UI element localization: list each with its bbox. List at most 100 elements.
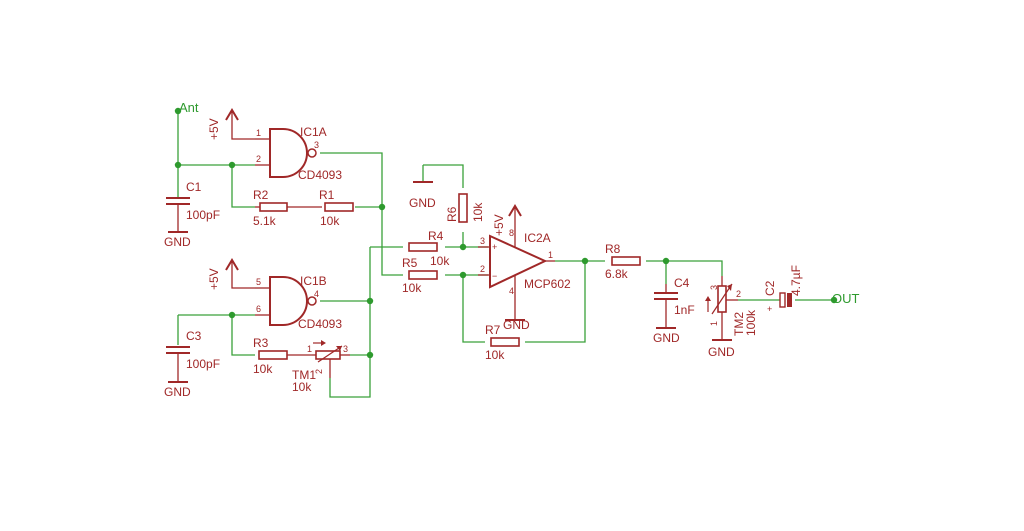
- trimmer-tm2: 3 1 2 TM2 100k GND: [705, 276, 758, 359]
- junction-dot: [174, 161, 182, 169]
- c4-value: 1nF: [674, 303, 695, 317]
- r1-value: 10k: [320, 214, 340, 228]
- tm1-name: TM1: [292, 368, 316, 382]
- resistor-r3: R3 10k: [253, 336, 312, 376]
- tm2-value: 100k: [744, 309, 758, 336]
- resistor-r7: R7 10k: [485, 323, 520, 362]
- nand-gate-ic1b: 5 6 4 IC1B CD4093: [255, 274, 342, 331]
- r1-name: R1: [319, 188, 335, 202]
- ic1b-part: CD4093: [298, 317, 342, 331]
- tm2-name: TM2: [732, 312, 746, 336]
- r6-value: 10k: [471, 202, 485, 222]
- junction-dot: [378, 203, 386, 211]
- capacitor-c1: C1 100pF GND: [164, 180, 220, 249]
- tm1-pin2: 2: [314, 369, 324, 374]
- junction-dot: [830, 296, 838, 304]
- c4-name: C4: [674, 276, 690, 290]
- tm1-pin3: 3: [343, 344, 348, 354]
- ic2a-sign-plus: +: [492, 242, 497, 252]
- resistor-r4: R4 10k: [408, 229, 450, 268]
- ic2a-pin2: 2: [480, 264, 485, 274]
- tm2-pin1: 1: [709, 321, 719, 326]
- r5-name: R5: [402, 256, 418, 270]
- c3-gnd-label: GND: [164, 385, 191, 399]
- ic2a-pin1: 1: [548, 250, 553, 260]
- r7-name: R7: [485, 323, 501, 337]
- c4-gnd-label: GND: [653, 331, 680, 345]
- tm2-pin2: 2: [736, 289, 741, 299]
- nand-gate-ic1a: 1 2 3 IC1A CD4093: [255, 125, 342, 182]
- opamp-ic2a: + − 3 2 1 8 4 IC2A MCP602: [478, 220, 571, 320]
- trimmer-tm1: 1 3 2 TM1 10k: [292, 340, 350, 394]
- r7-value: 10k: [485, 348, 505, 362]
- tm1-pin1: 1: [307, 344, 312, 354]
- junction-dot: [459, 243, 467, 251]
- net-label-ant: Ant: [179, 100, 199, 115]
- c1-gnd-label: GND: [164, 235, 191, 249]
- c2-name: C2: [763, 280, 777, 296]
- vcc-label-ic1b: +5V: [207, 268, 221, 290]
- resistor-r1: R1 10k: [319, 188, 354, 228]
- r6-gnd-label: GND: [409, 196, 436, 210]
- r6-name: R6: [445, 206, 459, 222]
- ic2a-pin4: 4: [509, 286, 514, 296]
- resistor-r8: R8 6.8k: [605, 242, 641, 281]
- junction-dot: [366, 297, 374, 305]
- tm2-pin3: 3: [709, 285, 719, 290]
- ic1b-name: IC1B: [300, 274, 327, 288]
- r3-name: R3: [253, 336, 269, 350]
- junction-dot: [228, 311, 236, 319]
- r4-value: 10k: [430, 254, 450, 268]
- gnd-symbol-r6: GND: [409, 181, 436, 210]
- capacitor-c3: C3 100pF GND: [164, 329, 220, 399]
- ic1b-pin6: 6: [256, 304, 261, 314]
- vcc-symbol-ic1a: +5V: [207, 108, 255, 140]
- ic1a-pin3: 3: [314, 140, 319, 150]
- gnd-symbol-ic2a: GND: [503, 318, 530, 332]
- r2-value: 5.1k: [253, 214, 277, 228]
- wires: [177, 111, 834, 398]
- capacitor-c4: C4 1nF GND: [653, 276, 695, 345]
- ic1b-pin5: 5: [256, 277, 261, 287]
- ic2a-sign-minus: −: [492, 271, 497, 281]
- ic1b-pin4: 4: [314, 289, 319, 299]
- c3-name: C3: [186, 329, 202, 343]
- net-label-out: OUT: [832, 291, 860, 306]
- junctions: [174, 107, 838, 359]
- junction-dot: [174, 107, 182, 115]
- ic1a-part: CD4093: [298, 168, 342, 182]
- c3-value: 100pF: [186, 357, 220, 371]
- r2-name: R2: [253, 188, 269, 202]
- ic1a-name: IC1A: [300, 125, 327, 139]
- r8-value: 6.8k: [605, 267, 629, 281]
- vcc-symbol-ic1b: +5V: [207, 258, 255, 290]
- tm1-value: 10k: [292, 380, 312, 394]
- r8-name: R8: [605, 242, 621, 256]
- junction-dot: [459, 271, 467, 279]
- vcc-symbol-ic2a: +5V: [492, 204, 522, 236]
- ic2a-part: MCP602: [524, 277, 571, 291]
- ic2a-name: IC2A: [524, 231, 551, 245]
- ic2a-pin3: 3: [480, 236, 485, 246]
- tm2-gnd-label: GND: [708, 345, 735, 359]
- junction-dot: [581, 257, 589, 265]
- c2-polarity: +: [767, 304, 772, 314]
- c2-value: 4.7µF: [789, 265, 803, 296]
- resistor-r2: R2 5.1k: [253, 188, 322, 228]
- c1-value: 100pF: [186, 208, 220, 222]
- junction-dot: [366, 351, 374, 359]
- ic1a-pin2: 2: [256, 154, 261, 164]
- r4-name: R4: [428, 229, 444, 243]
- junction-dot: [228, 161, 236, 169]
- resistor-r6: R6 10k: [445, 193, 485, 223]
- vcc-label-ic1a: +5V: [207, 118, 221, 140]
- r5-value: 10k: [402, 281, 422, 295]
- ic1a-pin1: 1: [256, 128, 261, 138]
- capacitor-c2: + C2 4.7µF: [763, 265, 803, 314]
- c1-name: C1: [186, 180, 202, 194]
- resistor-r5: R5 10k: [402, 256, 438, 295]
- ic2a-pin8: 8: [509, 228, 514, 238]
- junction-dot: [662, 257, 670, 265]
- vcc-label-ic2a: +5V: [492, 214, 506, 236]
